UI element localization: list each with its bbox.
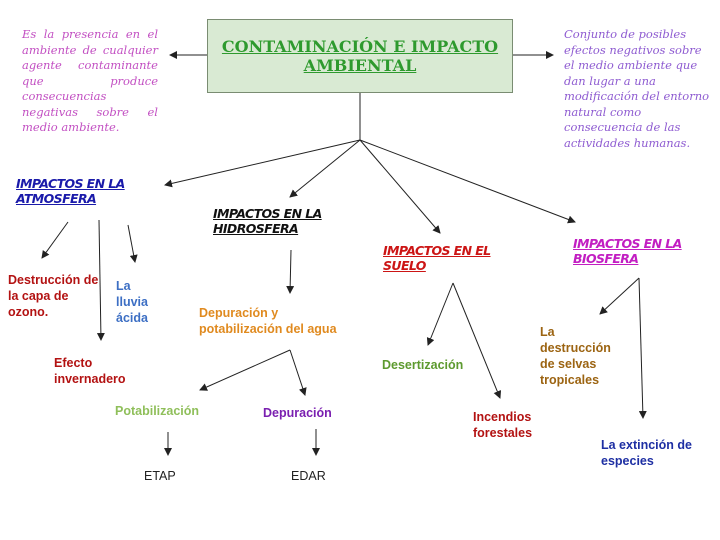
definition-impacto-ambiental: Conjunto de posibles efectos negativos s… [564, 27, 710, 150]
item-etap: ETAP [144, 469, 176, 483]
item-extincion-especies: La extinción de especies [601, 438, 692, 468]
item-destruccion-ozono: Destrucción de la capa de ozono. [8, 273, 99, 319]
heading-atmosfera: IMPACTOS EN LA ATMOSFERA [16, 176, 125, 206]
item-efecto-invernadero: Efecto invernadero [54, 356, 126, 386]
definition-contaminacion: Es la presencia en el ambiente de cualqu… [22, 27, 158, 134]
heading-suelo: IMPACTOS EN EL SUELO [383, 243, 491, 273]
arrow-to-incendios [452, 282, 502, 399]
arrow-to-selvas [599, 277, 640, 315]
page-title: CONTAMINACIÓN E IMPACTO AMBIENTAL [221, 37, 499, 75]
item-potabilizacion: Potabilización [115, 404, 200, 418]
heading-biosfera: IMPACTOS EN LA BIOSFERA [573, 236, 682, 266]
heading-hidrosfera: IMPACTOS EN LA HIDROSFERA [213, 206, 322, 236]
arrow-to-suelo [359, 139, 441, 234]
arrow-to-desertizacion [426, 282, 454, 346]
item-destruccion-selvas: La destrucción de selvas tropicales [540, 325, 611, 387]
arrow-to-depuracion-potabilizacion [286, 249, 295, 294]
title-box: CONTAMINACIÓN E IMPACTO AMBIENTAL [207, 19, 513, 93]
arrow-to-ozono [41, 221, 69, 259]
arrow-to-invernadero [96, 219, 105, 341]
arrow-to-biosfera [359, 139, 576, 224]
item-depuracion: Depuración [263, 406, 332, 420]
item-desertizacion: Desertización [382, 358, 464, 372]
item-depuracion-potabilizacion: Depuración y potabilización del agua [199, 306, 337, 336]
arrow-to-hidrosfera [289, 139, 361, 198]
item-incendios-forestales: Incendios forestales [473, 410, 533, 440]
item-edar: EDAR [291, 469, 326, 483]
arrow-to-depuracion [289, 349, 307, 396]
arrow-to-potabilizacion [199, 349, 291, 391]
arrow-to-extincion [638, 277, 647, 419]
arrow-to-lluvia [127, 224, 138, 263]
item-lluvia-acida: La lluvia ácida [116, 279, 148, 325]
arrow-to-atmosfera [164, 139, 361, 188]
